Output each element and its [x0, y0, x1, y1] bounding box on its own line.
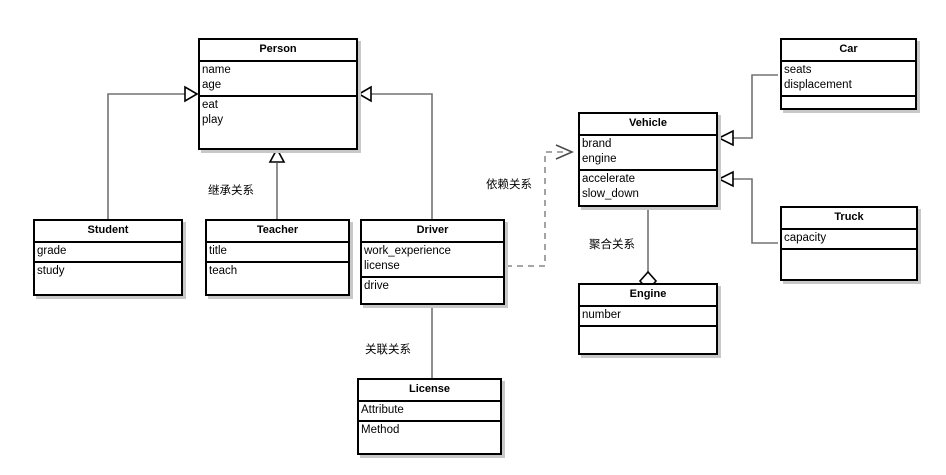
class-operations-car — [782, 97, 915, 100]
class-title-teacher: Teacher — [207, 221, 348, 243]
attribute-item: grade — [37, 245, 67, 257]
class-operations-driver: drive — [362, 278, 503, 296]
class-box-driver[interactable]: Driver work_experience license drive — [360, 219, 505, 305]
class-attributes-license: Attribute — [359, 402, 500, 422]
attribute-item: work_experience — [364, 245, 451, 257]
operation-item: study — [37, 265, 65, 277]
class-title-student: Student — [35, 221, 181, 243]
class-attributes-person: name age — [200, 62, 356, 97]
class-box-vehicle[interactable]: Vehicle brand engine accelerate slow_dow… — [578, 112, 718, 207]
class-operations-person: eat play — [200, 97, 356, 130]
class-title-license: License — [359, 380, 500, 402]
class-title-truck: Truck — [782, 208, 916, 230]
class-title-car: Car — [782, 40, 915, 62]
attribute-item: age — [202, 79, 222, 91]
edge-teacher-person — [268, 147, 286, 219]
class-operations-license: Method — [359, 422, 500, 440]
class-attributes-engine: number — [580, 307, 716, 327]
class-box-truck[interactable]: Truck capacity — [780, 206, 918, 281]
operation-item: drive — [364, 280, 389, 292]
class-attributes-student: grade — [35, 243, 181, 263]
class-operations-engine — [580, 327, 716, 330]
class-title-vehicle: Vehicle — [580, 114, 716, 136]
edge-driver-person — [357, 85, 433, 219]
class-operations-truck — [782, 250, 916, 253]
operation-item: eat — [202, 99, 218, 111]
class-box-teacher[interactable]: Teacher title teach — [205, 219, 350, 296]
class-attributes-truck: capacity — [782, 230, 916, 250]
attribute-item: title — [209, 245, 227, 257]
operation-item: slow_down — [582, 188, 639, 200]
attribute-item: Attribute — [361, 404, 404, 416]
attribute-item: capacity — [784, 232, 827, 244]
class-operations-teacher: teach — [207, 263, 348, 281]
edge-driver-vehicle-dependency — [506, 144, 574, 267]
edge-vehicle-engine-aggregation — [638, 207, 658, 292]
class-operations-vehicle: accelerate slow_down — [580, 171, 716, 204]
operation-item: Method — [361, 424, 400, 436]
attribute-item: engine — [582, 153, 617, 165]
class-box-person[interactable]: Person name age eat play — [198, 38, 358, 150]
attribute-item: brand — [582, 138, 612, 150]
label-association: 关联关系 — [365, 344, 411, 356]
attribute-item: number — [582, 309, 621, 321]
label-aggregation: 聚合关系 — [589, 239, 635, 251]
attribute-item: displacement — [784, 79, 852, 91]
class-box-student[interactable]: Student grade study — [33, 219, 183, 296]
label-dependency: 依赖关系 — [486, 179, 532, 191]
class-attributes-driver: work_experience license — [362, 243, 503, 278]
class-box-car[interactable]: Car seats displacement — [780, 38, 917, 110]
class-attributes-teacher: title — [207, 243, 348, 263]
class-box-license[interactable]: License Attribute Method — [357, 378, 502, 455]
class-attributes-vehicle: brand engine — [580, 136, 716, 171]
class-title-engine: Engine — [580, 285, 716, 307]
class-title-person: Person — [200, 40, 356, 62]
class-title-driver: Driver — [362, 221, 503, 243]
class-box-engine[interactable]: Engine number — [578, 283, 718, 355]
class-operations-student: study — [35, 263, 181, 281]
attribute-item: license — [364, 260, 400, 272]
edge-student-person — [107, 85, 199, 219]
operation-item: play — [202, 114, 224, 126]
class-attributes-car: seats displacement — [782, 62, 915, 97]
operation-item: teach — [209, 265, 238, 277]
label-inheritance: 继承关系 — [208, 185, 254, 197]
edge-car-vehicle — [717, 74, 778, 147]
edge-truck-vehicle — [717, 170, 778, 244]
attribute-item: seats — [784, 64, 812, 76]
attribute-item: name — [202, 64, 231, 76]
operation-item: accelerate — [582, 173, 636, 185]
